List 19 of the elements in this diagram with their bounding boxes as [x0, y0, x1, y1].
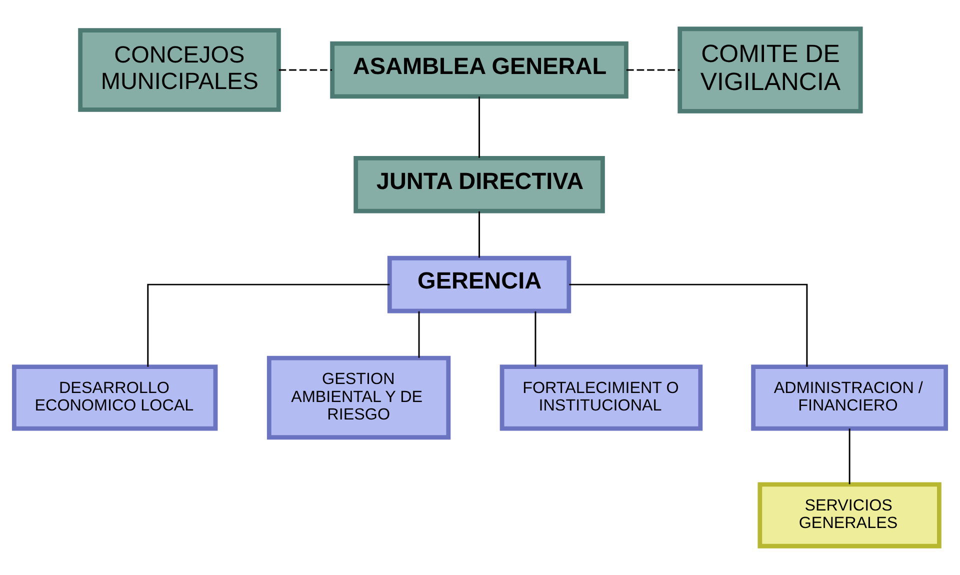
connector: [478, 211, 480, 258]
node-box: CONCEJOS MUNICIPALES: [78, 28, 281, 112]
connector: [418, 311, 420, 358]
node-box: ADMINISTRACION / FINANCIERO: [751, 364, 948, 431]
connector: [534, 311, 536, 367]
node-box: JUNTA DIRECTIVA: [354, 156, 605, 214]
node-box: DESARROLLO ECONOMICO LOCAL: [12, 364, 218, 431]
node-box: COMITE DE VIGILANCIA: [678, 26, 863, 114]
connector: [848, 428, 850, 484]
node-box: GESTION AMBIENTAL Y DE RIESGO: [266, 356, 451, 440]
node-box: GERENCIA: [387, 256, 572, 314]
node-box: FORTALECIMIENT O INSTITUCIONAL: [500, 364, 703, 431]
connector: [626, 69, 680, 71]
node-box: ASAMBLEA GENERAL: [330, 41, 628, 99]
connector: [478, 96, 480, 158]
node-box: SERVICIOS GENERALES: [758, 482, 942, 548]
connector: [147, 284, 390, 367]
connector: [278, 69, 332, 71]
connector: [569, 284, 808, 367]
